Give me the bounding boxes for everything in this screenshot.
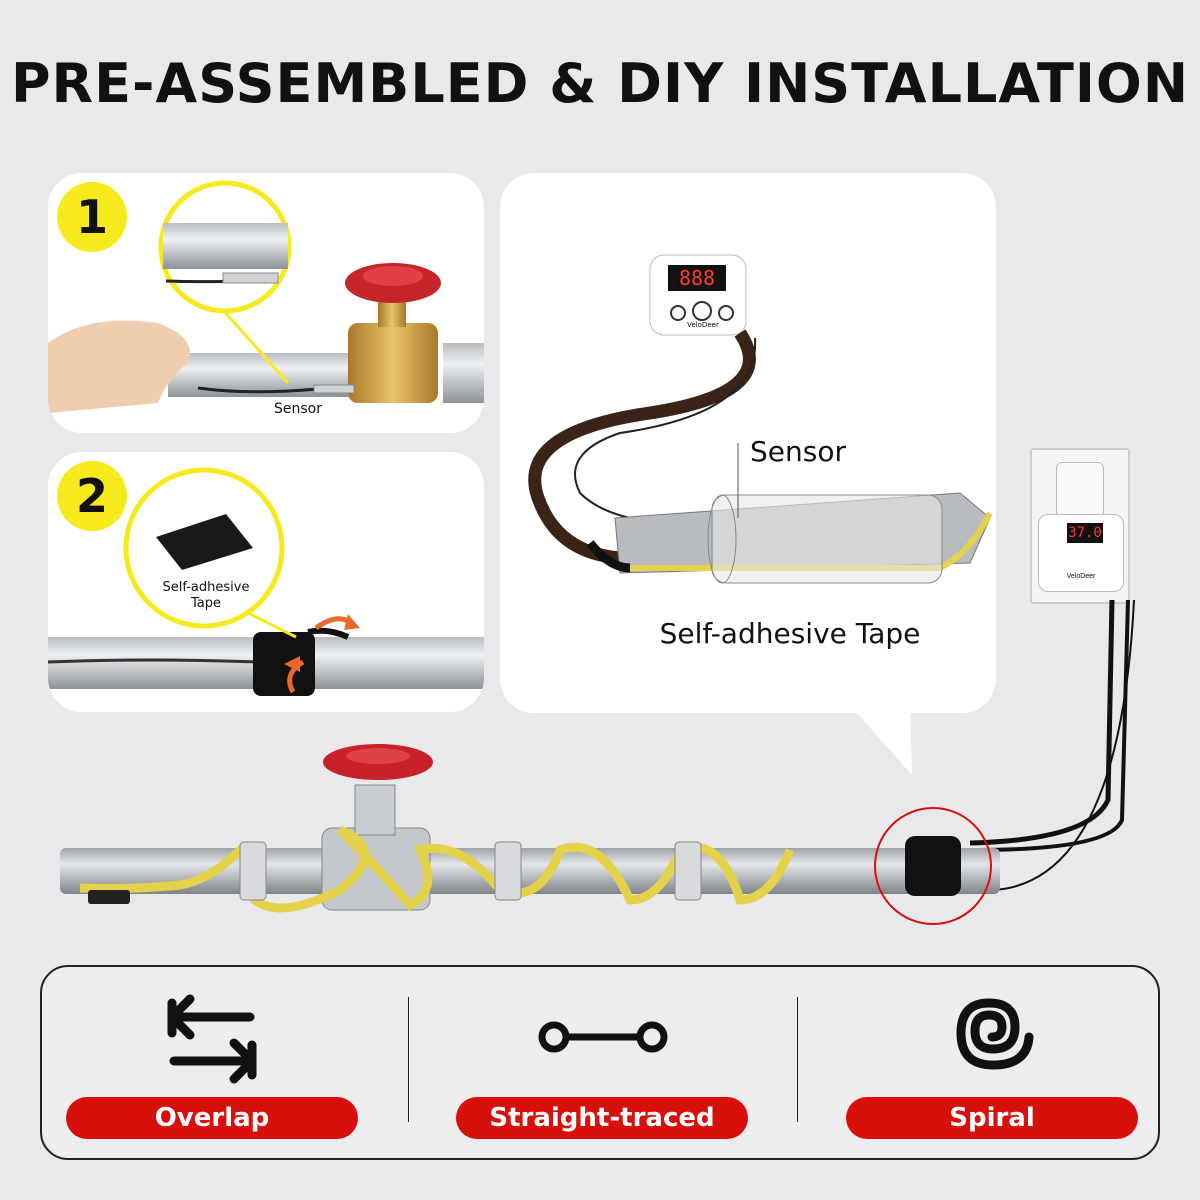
step-2-tape-label-line1: Self-adhesive <box>162 580 250 595</box>
straight-line-icon <box>538 1021 668 1053</box>
outlet-controller: 37.0 VeloDeer <box>1038 514 1124 592</box>
divider-2 <box>797 997 798 1122</box>
outlet-controller-brand: VeloDeer <box>1066 573 1096 580</box>
spiral-label: Spiral <box>846 1097 1138 1139</box>
step-1-illustration <box>48 180 484 413</box>
main-pipe-illustration <box>60 599 1135 925</box>
page-title: PRE-ASSEMBLED & DIY INSTALLATION <box>10 52 1190 115</box>
step-1-badge: 1 <box>57 182 127 252</box>
controller-display: 888 <box>678 266 716 290</box>
detail-sensor-label: Sensor <box>750 435 846 468</box>
step-1-sensor-label: Sensor <box>274 401 322 417</box>
outlet-face <box>1056 462 1104 518</box>
spiral-icon <box>956 998 1034 1070</box>
detail-callout-tail <box>850 705 912 775</box>
step-2-badge: 2 <box>57 461 127 531</box>
installation-methods-panel: Overlap Straight-traced Spiral <box>40 965 1160 1160</box>
straight-traced-label: Straight-traced <box>456 1097 748 1139</box>
step-2-illustration <box>48 467 484 696</box>
detail-tape-label: Self-adhesive Tape <box>659 617 921 650</box>
step-1-card: 1 Sensor <box>48 173 484 433</box>
step-2-tape-label-line2: Tape <box>190 596 221 611</box>
controller-brand: VeloDeer <box>687 321 719 329</box>
step-2-card: 2 Self-adhesive Tape <box>48 452 484 712</box>
swap-arrows-icon <box>167 994 257 1084</box>
outlet-controller-display: 37.0 <box>1067 523 1103 543</box>
divider-1 <box>408 997 409 1122</box>
overlap-label: Overlap <box>66 1097 358 1139</box>
wall-outlet: 37.0 VeloDeer <box>1030 448 1130 604</box>
detail-illustration <box>528 254 993 584</box>
detail-card: 888 VeloDeer Sensor Self-adhesive Tape <box>500 173 996 713</box>
